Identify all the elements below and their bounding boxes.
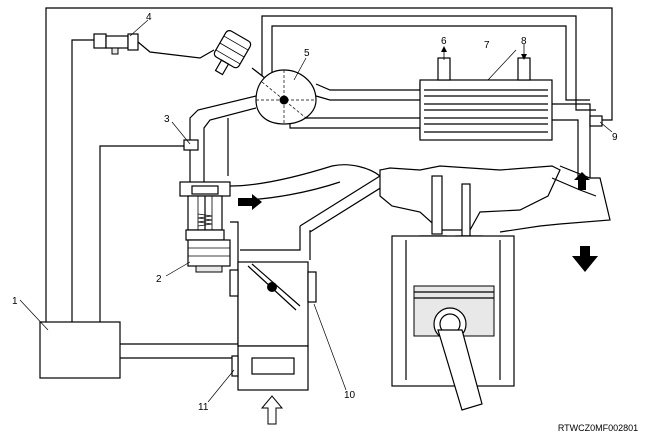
- callout-6: 6: [441, 36, 447, 47]
- pressure-sensor: [93, 33, 139, 55]
- exhaust-up-arrow: [574, 172, 590, 190]
- callout-4: 4: [146, 12, 152, 23]
- callout-2: 2: [156, 274, 162, 285]
- egr-cooler: [419, 57, 553, 141]
- callout-1: 1: [12, 296, 18, 307]
- coolant-out-arrow: [441, 46, 447, 60]
- leader-lines: [19, 19, 613, 403]
- ecm-box: [39, 321, 121, 379]
- callout-5: 5: [304, 48, 310, 59]
- throttle-actuator: [231, 345, 309, 391]
- engine-cylinder: [391, 235, 515, 411]
- egr-bypass-valve: [255, 69, 317, 125]
- callout-3: 3: [164, 114, 170, 125]
- throttle-shaft: [267, 282, 277, 292]
- exhaust-manifold: [379, 165, 611, 233]
- callout-10: 10: [344, 390, 356, 401]
- exhaust-pressure-sensor: [589, 115, 603, 127]
- vacuum-actuator: [213, 30, 252, 76]
- egr-valve: [179, 139, 231, 273]
- intake-path: [229, 164, 391, 347]
- egr-flow-arrow: [238, 194, 262, 210]
- wiring-harness: [45, 7, 613, 359]
- coolant-in-arrow: [521, 44, 527, 60]
- callout-9: 9: [612, 132, 618, 143]
- callout-8: 8: [521, 36, 527, 47]
- intake-air-arrow: [260, 395, 284, 425]
- vacuum-hose: [137, 41, 215, 59]
- callout-7: 7: [484, 40, 490, 51]
- figure-code: RTWCZ0MF002801: [558, 423, 638, 433]
- exhaust-out-arrow: [572, 246, 598, 272]
- callout-11: 11: [198, 402, 209, 413]
